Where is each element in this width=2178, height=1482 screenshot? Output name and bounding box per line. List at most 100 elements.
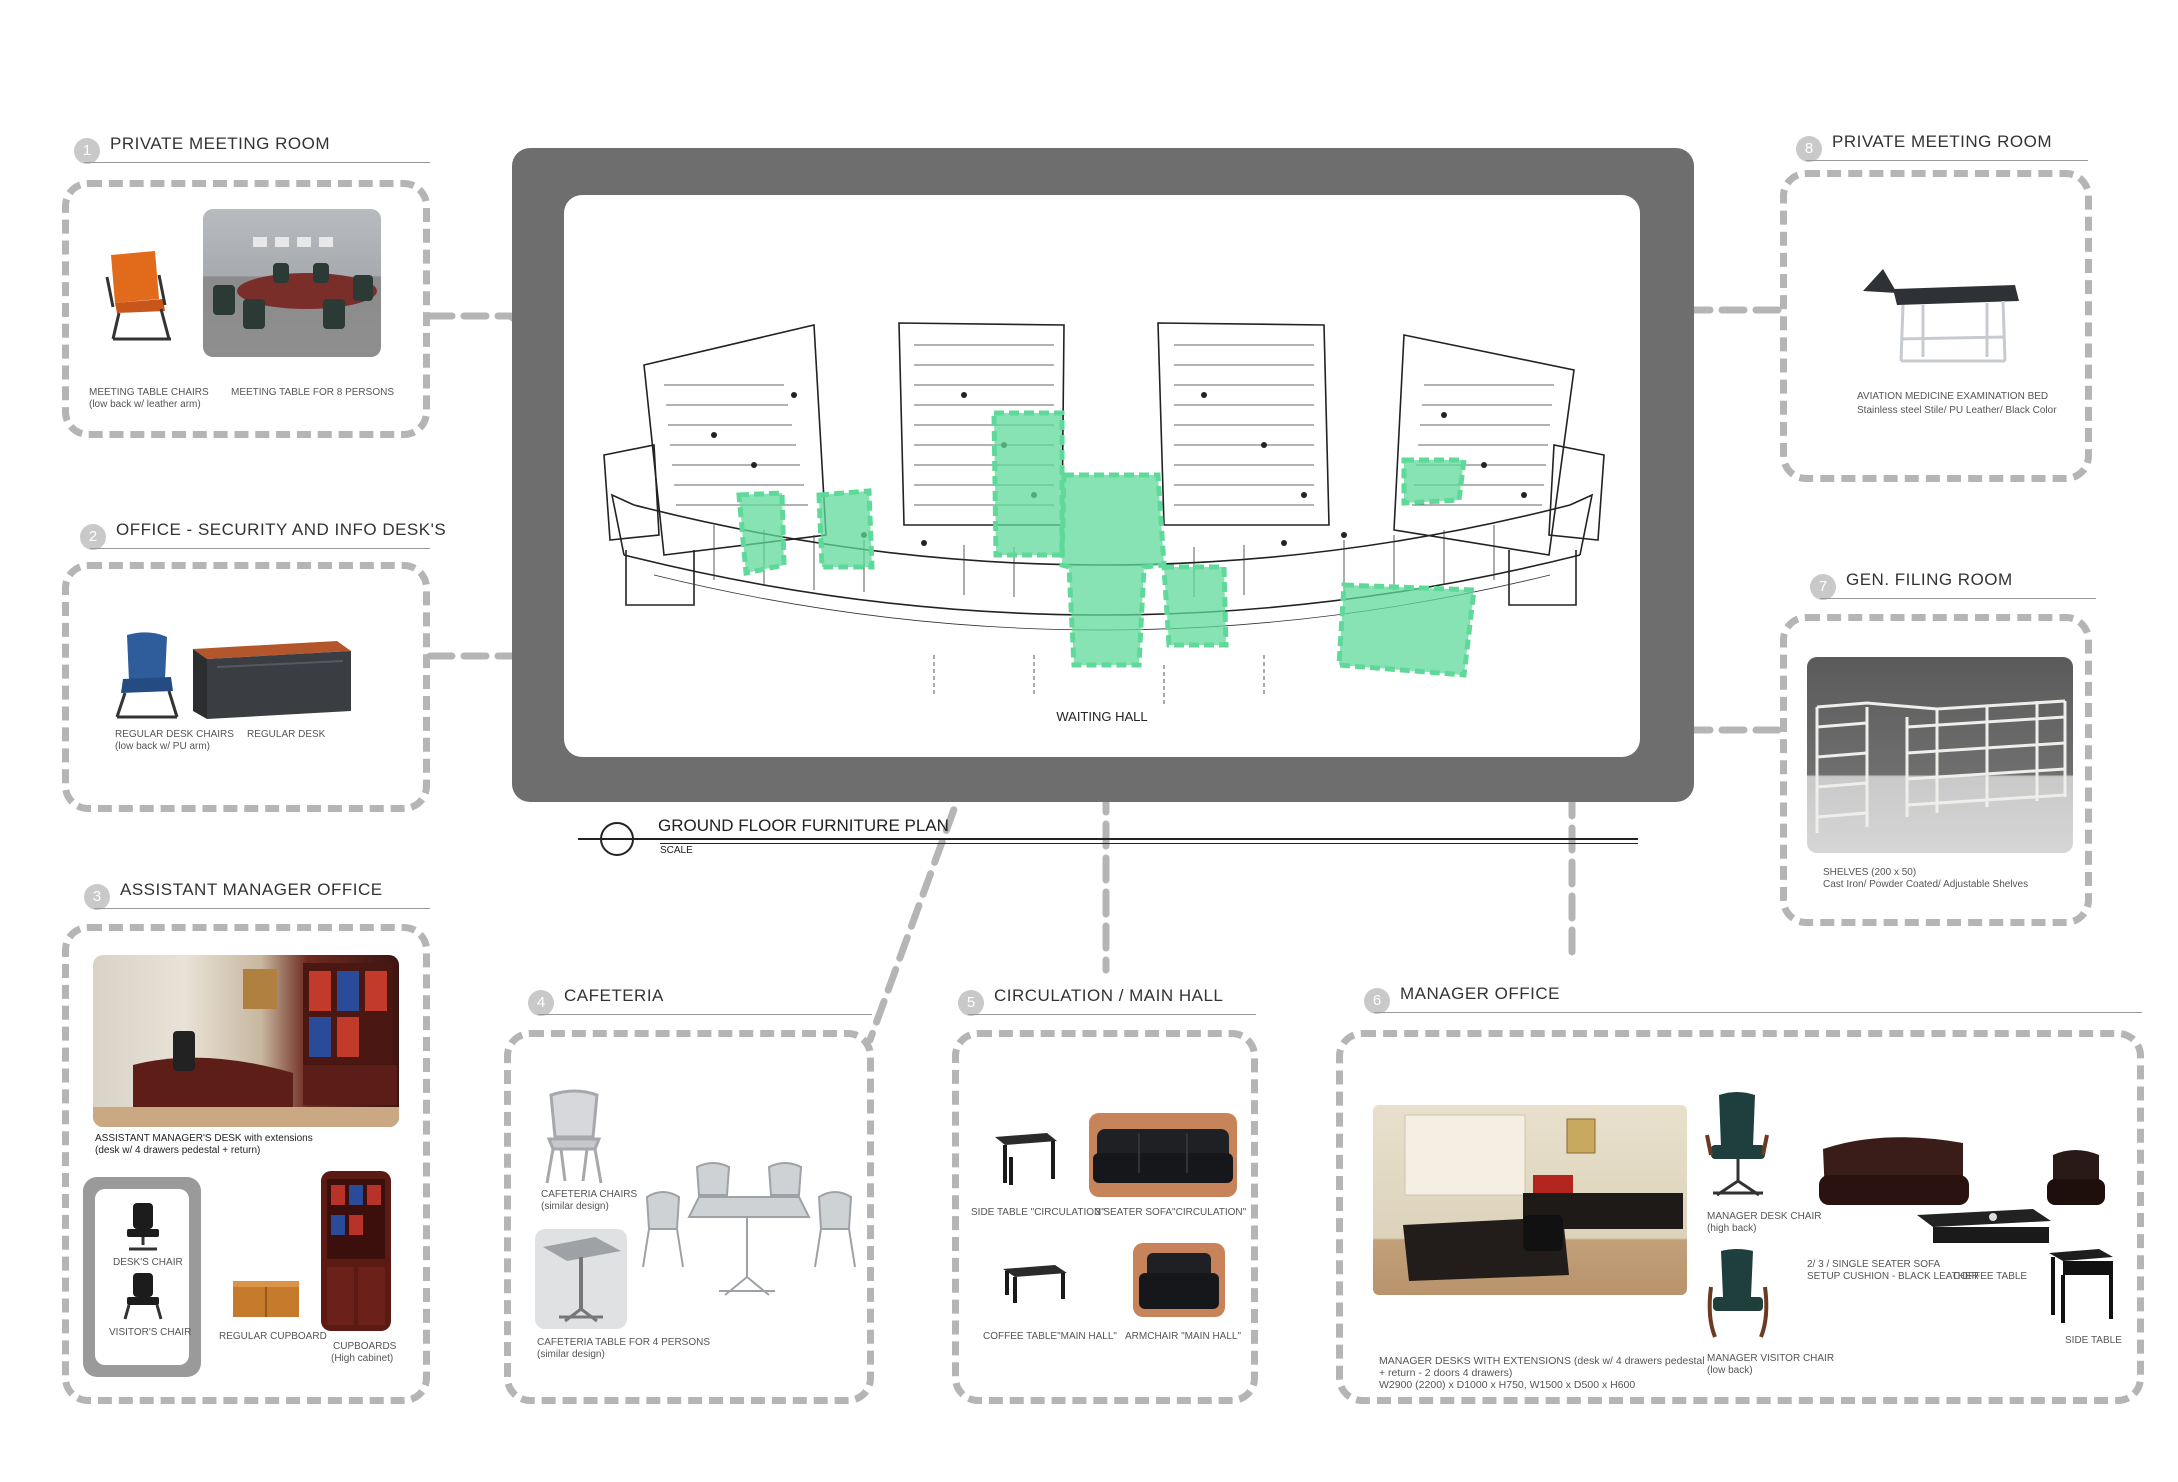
caption-cafeteria-chairs-detail: (similar design) [541, 1201, 609, 1212]
manager-desk-chair-image [1705, 1092, 1769, 1197]
section-1-panel: MEETING TABLE CHAIRS (low back w/ leathe… [62, 180, 430, 438]
section-6-panel: MANAGER DESKS WITH EXTENSIONS (desk w/ 4… [1336, 1030, 2144, 1404]
section-7-header: 7 GEN. FILING ROOM [1810, 568, 2096, 608]
meeting-chair-image [105, 251, 171, 341]
caption-visitor-chair: VISITOR'S CHAIR [109, 1327, 192, 1338]
section-8-panel: AVIATION MEDICINE EXAMINATION BED Stainl… [1780, 170, 2092, 482]
caption-armchair: ARMCHAIR "MAIN HALL" [1125, 1331, 1242, 1342]
sofa-set-image [1819, 1137, 2105, 1243]
section-title: PRIVATE MEETING ROOM [1832, 132, 2052, 151]
caption-assistant-desk-detail: (desk w/ 4 drawers pedestal + return) [95, 1145, 261, 1156]
caption-regular-desk-chairs: REGULAR DESK CHAIRS [115, 729, 234, 740]
section-underline [968, 1014, 1256, 1015]
section-underline [94, 908, 430, 909]
section-number: 7 [1810, 574, 1836, 600]
caption-manager-visitor-chair: MANAGER VISITOR CHAIR [1707, 1353, 1835, 1364]
section-7-panel: SHELVES (200 x 50) Cast Iron/ Powder Coa… [1780, 614, 2092, 926]
section-number: 2 [80, 524, 106, 550]
section-underline [1374, 1012, 2142, 1013]
section-6-header: 6 MANAGER OFFICE [1364, 982, 2142, 1022]
side-table-image [2049, 1249, 2113, 1323]
floor-plan-drawing: WAITING HALL [603, 322, 1605, 724]
caption-shelves-detail: Cast Iron/ Powder Coated/ Adjustable She… [1823, 879, 2029, 890]
shelves-photo [1807, 657, 2073, 853]
floor-plan-canvas: WAITING HALL [564, 195, 1640, 757]
section-number: 3 [84, 884, 110, 910]
three-seater-sofa-image [1089, 1113, 1237, 1197]
caption-shelves: SHELVES (200 x 50) [1823, 867, 1917, 878]
section-underline [90, 548, 430, 549]
armchair-image [1133, 1243, 1225, 1317]
cafeteria-chair-image [545, 1089, 603, 1184]
caption-side-table: SIDE TABLE "CIRCULATION" [971, 1207, 1105, 1218]
caption-cupboards-detail: (High cabinet) [331, 1353, 394, 1364]
section-underline [538, 1014, 872, 1015]
caption-coffee-table: COFFEE TABLE"MAIN HALL" [983, 1331, 1117, 1342]
caption-manager-desk-chair: MANAGER DESK CHAIR [1707, 1211, 1822, 1222]
caption-regular-desk-chairs-detail: (low back w/ PU arm) [115, 741, 211, 752]
visitor-chair-image [123, 1273, 163, 1320]
caption-cafeteria-table-detail: (similar design) [537, 1349, 605, 1360]
plan-title: GROUND FLOOR FURNITURE PLAN [658, 816, 949, 835]
section-title: MANAGER OFFICE [1400, 984, 1561, 1003]
caption-manager-desks: MANAGER DESKS WITH EXTENSIONS (desk w/ 4… [1379, 1355, 1705, 1367]
section-8-header: 8 PRIVATE MEETING ROOM [1796, 130, 2088, 170]
examination-bed-image [1863, 269, 2019, 363]
section-5-panel: SIDE TABLE "CIRCULATION" 3 SEATER SOFA"C… [952, 1030, 1258, 1404]
section-number: 4 [528, 990, 554, 1016]
section-2-panel: REGULAR DESK CHAIRS (low back w/ PU arm)… [62, 562, 430, 812]
high-cabinet-image [321, 1171, 391, 1331]
cafeteria-set-image [642, 1162, 856, 1296]
caption-cafeteria-table: CAFETERIA TABLE FOR 4 PERSONS [537, 1337, 711, 1348]
section-4-panel: CAFETERIA CHAIRS (similar design) CAFETE… [504, 1030, 874, 1404]
meeting-table-photo [203, 209, 381, 357]
section-4-header: 4 CAFETERIA [528, 984, 872, 1024]
cafeteria-table-image [535, 1229, 627, 1329]
manager-visitor-chair-image [1707, 1249, 1769, 1338]
assistant-manager-office-photo [93, 955, 399, 1127]
caption-meeting-chairs: MEETING TABLE CHAIRS [89, 387, 209, 398]
section-1-header: 1 PRIVATE MEETING ROOM [74, 132, 430, 172]
section-title: ASSISTANT MANAGER OFFICE [120, 880, 383, 899]
plan-scale-label: SCALE [660, 845, 693, 856]
caption-regular-cupboard: REGULAR CUPBOARD [219, 1331, 327, 1342]
section-number: 5 [958, 990, 984, 1016]
plan-title-line [578, 838, 1638, 840]
section-title: CIRCULATION / MAIN HALL [994, 986, 1224, 1005]
caption-cupboards: CUPBOARDS [333, 1341, 397, 1352]
side-table-image [995, 1133, 1057, 1185]
regular-desk-chair-image [115, 632, 179, 719]
section-3-panel: ASSISTANT MANAGER'S DESK with extensions… [62, 924, 430, 1404]
caption-three-seater-sofa: 3 SEATER SOFA"CIRCULATION" [1095, 1207, 1247, 1218]
section-title: OFFICE - SECURITY AND INFO DESK'S [116, 520, 447, 539]
caption-assistant-desk: ASSISTANT MANAGER'S DESK with extensions [95, 1133, 313, 1144]
plan-title-line-thin [660, 843, 1638, 844]
section-3-header: 3 ASSISTANT MANAGER OFFICE [84, 878, 430, 918]
caption-manager-desks-detail: + return - 2 doors 4 drawers) [1379, 1367, 1513, 1379]
caption-side-table: SIDE TABLE [2065, 1335, 2122, 1346]
regular-cupboard-image [233, 1281, 299, 1317]
caption-manager-desks-dimensions: W2900 (2200) x D1000 x H750, W1500 x D50… [1379, 1379, 1636, 1391]
section-number: 6 [1364, 988, 1390, 1014]
section-2-header: 2 OFFICE - SECURITY AND INFO DESK'S [80, 518, 446, 558]
caption-sofa-set-detail: SETUP CUSHION - BLACK LEATHER [1807, 1271, 1979, 1282]
desk-chair-image [127, 1203, 159, 1251]
section-number: 8 [1796, 136, 1822, 162]
section-underline [1820, 598, 2096, 599]
caption-manager-desk-chair-detail: (high back) [1707, 1223, 1757, 1234]
section-title: PRIVATE MEETING ROOM [110, 134, 330, 153]
caption-sofa-set: 2/ 3 / SINGLE SEATER SOFA [1807, 1259, 1941, 1270]
caption-meeting-table: MEETING TABLE FOR 8 PERSONS [231, 387, 394, 398]
caption-meeting-chairs-detail: (low back w/ leather arm) [89, 399, 201, 410]
regular-desk-image [193, 641, 351, 719]
caption-examination-bed-detail: Stainless steel Stile/ PU Leather/ Black… [1857, 405, 2057, 416]
section-underline [1806, 160, 2088, 161]
manager-office-photo [1373, 1105, 1687, 1295]
caption-cafeteria-chairs: CAFETERIA CHAIRS [541, 1189, 638, 1200]
section-title: GEN. FILING ROOM [1846, 570, 2013, 589]
caption-regular-desk: REGULAR DESK [247, 729, 326, 740]
caption-desk-chair: DESK'S CHAIR [113, 1257, 183, 1268]
section-number: 1 [74, 138, 100, 164]
section-underline [84, 162, 430, 163]
coffee-table-image [1003, 1265, 1067, 1303]
